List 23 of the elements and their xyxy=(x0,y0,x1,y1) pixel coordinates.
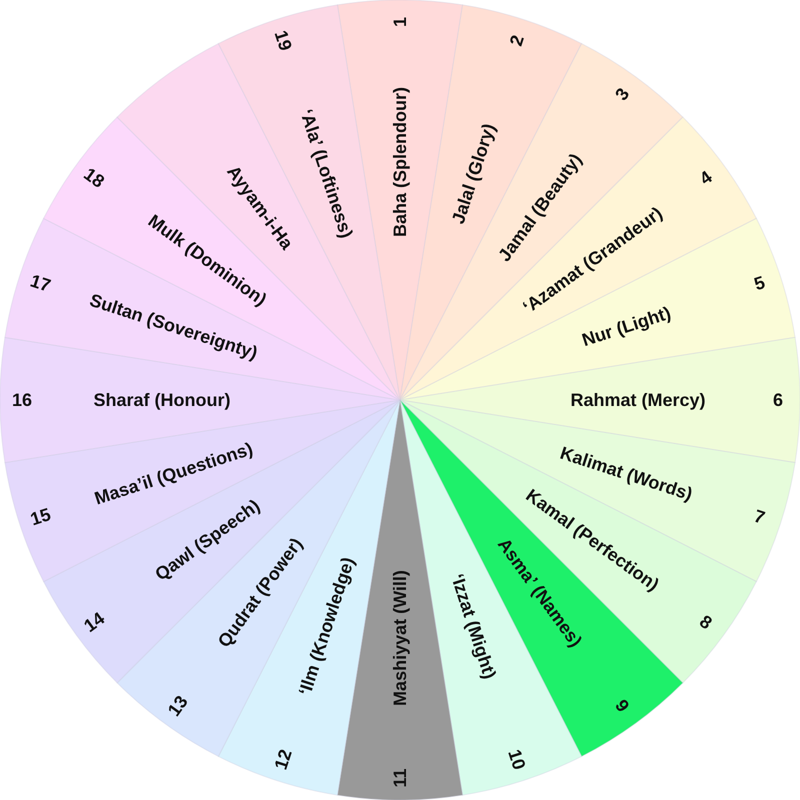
month-name: Rahmat (Mercy) xyxy=(569,389,707,412)
month-number: 15 xyxy=(26,503,54,532)
month-number: 1 xyxy=(389,16,411,30)
month-number: 14 xyxy=(79,607,110,638)
month-number: 11 xyxy=(389,767,411,790)
month-number: 4 xyxy=(694,166,717,191)
month-number: 12 xyxy=(270,746,297,774)
month-number: 6 xyxy=(772,389,784,412)
month-number: 8 xyxy=(694,610,717,636)
month-number: 16 xyxy=(10,389,34,412)
month-number: 9 xyxy=(610,694,634,718)
month-number: 13 xyxy=(162,690,193,722)
month-number: 17 xyxy=(26,270,54,298)
month-number: 7 xyxy=(750,504,768,530)
month-number: 18 xyxy=(79,162,110,194)
month-name: Sharaf (Honour) xyxy=(92,389,232,412)
month-name: Baha (Splendour) xyxy=(389,86,411,240)
month-number: 5 xyxy=(750,271,768,296)
month-number: 10 xyxy=(503,746,530,774)
month-number: 3 xyxy=(610,83,634,106)
month-number: 2 xyxy=(504,32,529,50)
month-number: 19 xyxy=(270,26,297,56)
month-name: Mashiyyat (Will) xyxy=(389,569,411,708)
